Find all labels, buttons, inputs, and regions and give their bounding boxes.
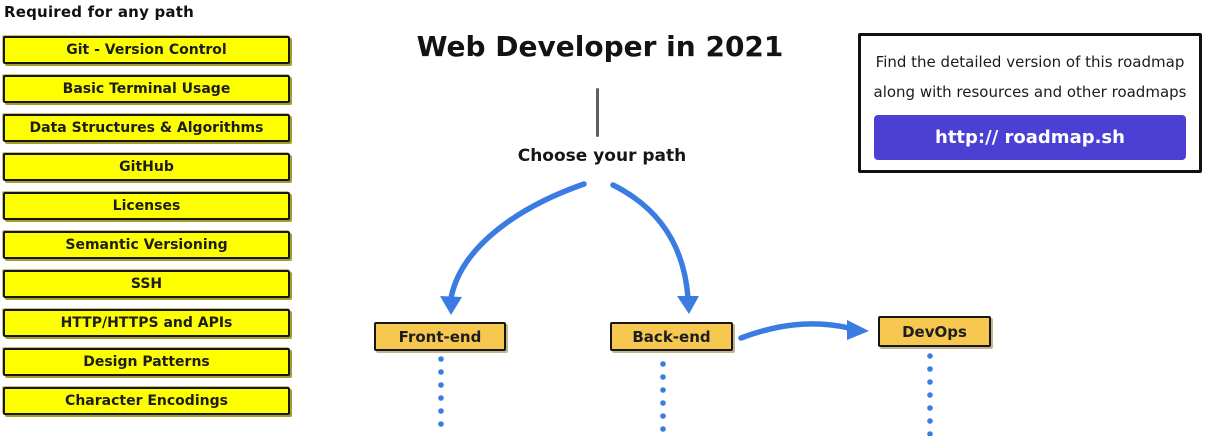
- info-text-line2: along with resources and other roadmaps: [873, 83, 1187, 101]
- arrowhead-front-end: [440, 296, 462, 315]
- title-divider-line: [596, 88, 599, 137]
- required-item-semver[interactable]: Semantic Versioning: [3, 231, 290, 259]
- info-text-line1: Find the detailed version of this roadma…: [875, 53, 1185, 71]
- path-node-front-end[interactable]: Front-end: [374, 322, 506, 351]
- arrow-to-front-end: [448, 181, 587, 301]
- info-box: Find the detailed version of this roadma…: [858, 33, 1202, 173]
- choose-path-label: Choose your path: [517, 146, 687, 166]
- page-title: Web Developer in 2021: [416, 30, 784, 63]
- required-item-github[interactable]: GitHub: [3, 153, 290, 181]
- required-item-http[interactable]: HTTP/HTTPS and APIs: [3, 309, 290, 337]
- required-item-terminal[interactable]: Basic Terminal Usage: [3, 75, 290, 103]
- arrow-to-back-end: [610, 182, 691, 301]
- required-item-dsa[interactable]: Data Structures & Algorithms: [3, 114, 290, 142]
- required-item-licenses[interactable]: Licenses: [3, 192, 290, 220]
- required-column-heading: Required for any path: [4, 3, 194, 21]
- arrowhead-back-end: [677, 296, 699, 314]
- required-item-design-patterns[interactable]: Design Patterns: [3, 348, 290, 376]
- required-item-encodings[interactable]: Character Encodings: [3, 387, 290, 415]
- path-node-devops[interactable]: DevOps: [878, 316, 991, 347]
- arrow-to-devops: [738, 321, 852, 341]
- path-node-back-end[interactable]: Back-end: [610, 322, 733, 351]
- arrowhead-devops: [847, 320, 869, 340]
- required-column: Git - Version Control Basic Terminal Usa…: [3, 36, 290, 415]
- dotted-line-back-end: [660, 361, 666, 432]
- roadmap-url-button[interactable]: http:// roadmap.sh: [874, 115, 1186, 160]
- dotted-line-devops: [927, 353, 933, 436]
- required-item-ssh[interactable]: SSH: [3, 270, 290, 298]
- required-item-git[interactable]: Git - Version Control: [3, 36, 290, 64]
- dotted-line-front-end: [438, 356, 444, 427]
